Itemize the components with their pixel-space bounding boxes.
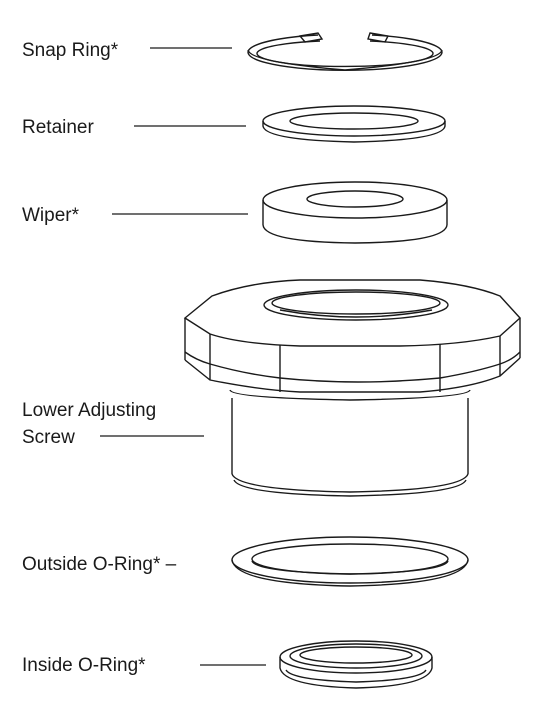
label-retainer: Retainer: [22, 117, 94, 138]
label-lower-adjusting-screw-line2: Screw: [22, 427, 75, 448]
label-lower-adjusting-screw-line1: Lower Adjusting: [22, 400, 156, 421]
label-outside-o-ring: Outside O-Ring* –: [22, 554, 177, 575]
leader-lines: [100, 47, 266, 666]
snap-ring-drawing: [247, 32, 443, 71]
outside-o-ring-drawing: [231, 536, 469, 587]
retainer-drawing: [262, 105, 446, 143]
labels: Snap Ring* Retainer Wiper* Lower Adjusti…: [22, 40, 177, 676]
inside-o-ring-drawing: [279, 640, 433, 689]
label-snap-ring: Snap Ring*: [22, 40, 119, 61]
wiper-drawing: [262, 181, 448, 244]
label-inside-o-ring: Inside O-Ring*: [22, 655, 146, 676]
lower-adjusting-screw-drawing: [183, 279, 521, 497]
label-wiper: Wiper*: [22, 205, 80, 226]
